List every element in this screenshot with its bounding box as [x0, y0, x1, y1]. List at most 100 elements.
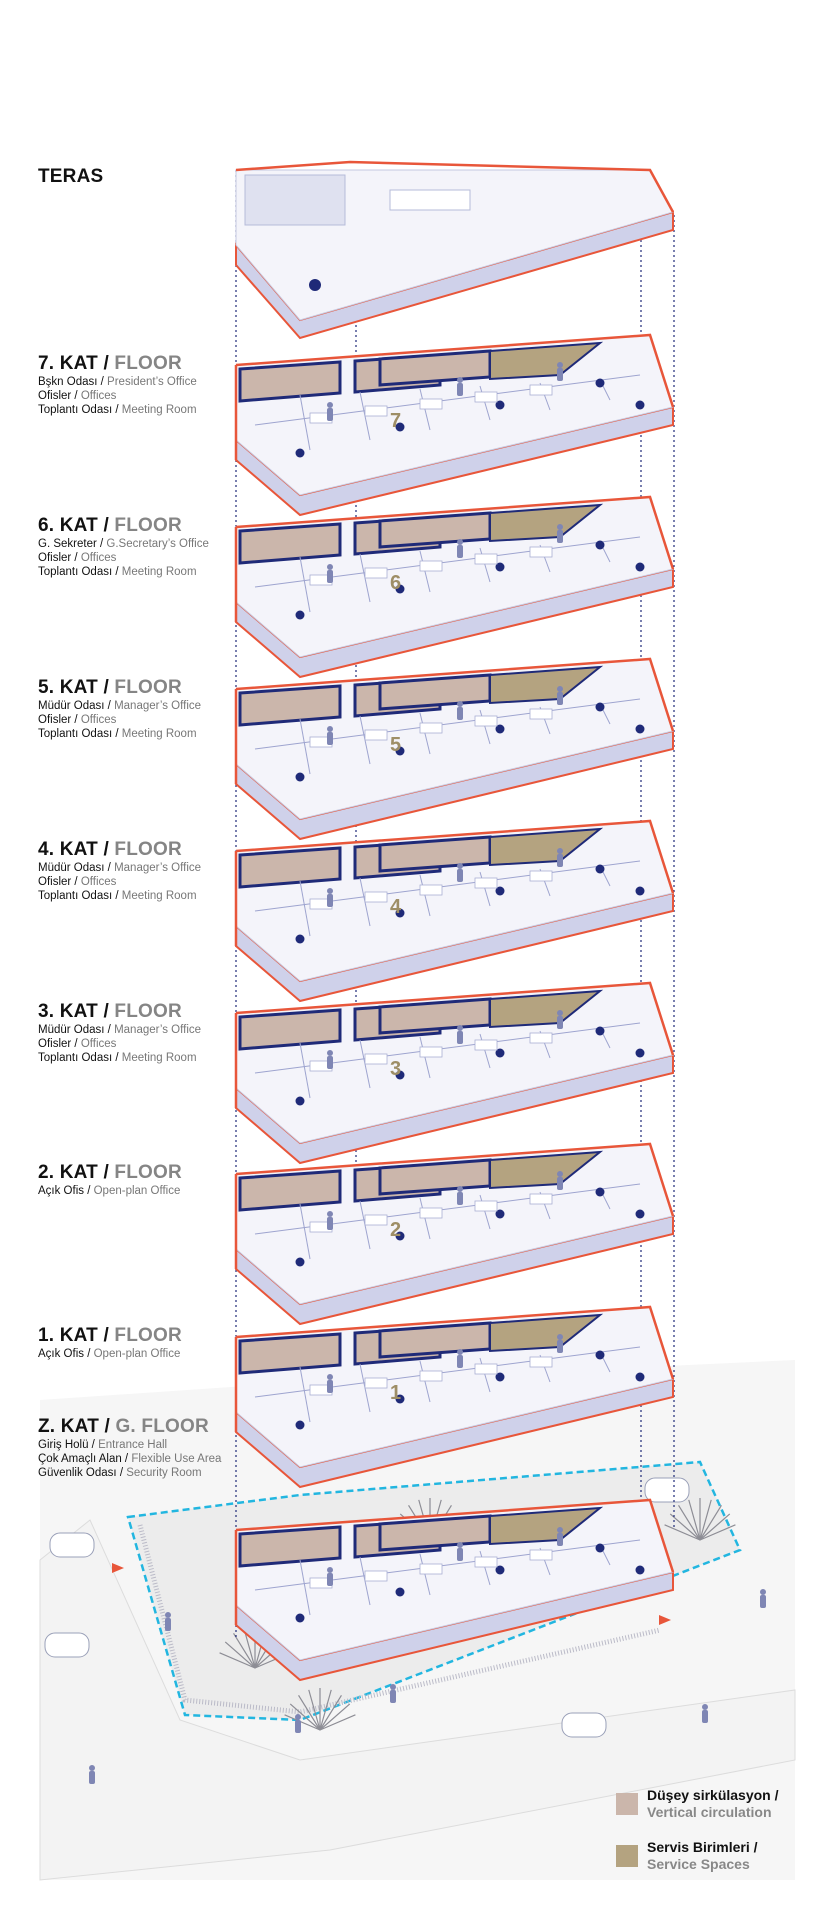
person-icon	[457, 1548, 463, 1561]
room-line: Çok Amaçlı Alan / Flexible Use Area	[38, 1453, 222, 1465]
person-icon	[327, 1056, 333, 1069]
partition	[299, 556, 311, 613]
facade-outline	[235, 495, 675, 570]
desk	[474, 1200, 498, 1212]
partition	[299, 880, 311, 937]
desk	[474, 1363, 498, 1375]
room-line: Müdür Odası / Manager’s Office	[38, 1024, 202, 1036]
desk	[529, 1032, 553, 1044]
column	[495, 1565, 505, 1575]
vertical-circulation-zone	[238, 360, 342, 403]
person-icon	[327, 888, 333, 894]
car-icon	[44, 1632, 90, 1658]
facade-outline	[235, 657, 675, 732]
column	[295, 772, 305, 782]
floor-plate-3: 3	[234, 981, 675, 1165]
partition	[419, 550, 431, 593]
desk	[474, 1556, 498, 1568]
person-icon	[327, 894, 333, 907]
person-icon	[557, 686, 563, 692]
entrance-arrow-icon	[112, 1563, 124, 1573]
person-icon	[457, 383, 463, 396]
room-line: Ofisler / Offices	[38, 714, 117, 726]
person-icon	[390, 1690, 396, 1703]
desk	[529, 870, 553, 882]
column	[595, 540, 605, 550]
floor-number: 6	[390, 572, 401, 594]
column	[635, 724, 645, 734]
person-icon	[760, 1595, 766, 1608]
facade-outline	[235, 1142, 675, 1217]
column	[495, 400, 505, 410]
person-icon	[89, 1765, 95, 1771]
facade-outline	[235, 1305, 675, 1380]
desk	[419, 1207, 443, 1219]
column	[395, 1587, 405, 1597]
partition	[419, 1553, 431, 1596]
car-icon	[49, 1532, 95, 1558]
floor-title: Z. KAT	[38, 1416, 100, 1437]
column	[635, 1565, 645, 1575]
floor-4-label: 4. KAT / FLOOR Müdür Odası / Manager’s O…	[38, 839, 202, 902]
floor-1-label: 1. KAT / FLOOR Açık Ofis / Open-plan Off…	[38, 1325, 182, 1360]
floor-title-en: FLOOR	[114, 839, 182, 860]
person-icon	[457, 1186, 463, 1192]
person-icon	[457, 377, 463, 383]
floor-title-en: FLOOR	[114, 353, 182, 374]
desk	[419, 722, 443, 734]
person-icon	[557, 530, 563, 543]
column	[495, 1372, 505, 1382]
column	[395, 1231, 405, 1241]
room-line: Ofisler / Offices	[38, 552, 117, 564]
column	[595, 1543, 605, 1553]
desk	[474, 1039, 498, 1051]
floor-title: 5. KAT	[38, 677, 98, 698]
column	[595, 1350, 605, 1360]
person-icon	[702, 1704, 708, 1710]
desk	[529, 1193, 553, 1205]
column	[495, 886, 505, 896]
partition	[419, 712, 431, 755]
person-icon	[557, 848, 563, 854]
floor-plate-5: 5	[234, 657, 675, 841]
legend-label-en: Service Spaces	[647, 1856, 750, 1872]
desk	[364, 1570, 388, 1582]
legend-item-service-spaces: Servis Birimleri / Service Spaces	[616, 1839, 816, 1891]
column	[495, 1209, 505, 1219]
facade-outline	[235, 981, 675, 1056]
person-icon	[457, 545, 463, 558]
floor-plate-2: 2	[234, 1142, 675, 1326]
person-icon	[557, 1533, 563, 1546]
column	[595, 864, 605, 874]
partition	[419, 1036, 431, 1079]
room-line: Açık Ofis / Open-plan Office	[38, 1185, 181, 1197]
person-icon	[327, 1217, 333, 1230]
person-icon	[557, 1177, 563, 1190]
tree-icon	[284, 1688, 356, 1731]
person-icon	[89, 1771, 95, 1784]
fence	[137, 1524, 661, 1715]
desk	[474, 391, 498, 403]
terrace-label: TERAS	[38, 166, 103, 188]
desk	[419, 1370, 443, 1382]
room-line: Toplantı Odası / Meeting Room	[38, 890, 197, 902]
legend-item-vertical-circulation: Düşey sirkülasyon / Vertical circulation	[616, 1787, 816, 1839]
column	[295, 934, 305, 944]
column	[635, 562, 645, 572]
facade-outline	[235, 160, 675, 213]
person-icon	[557, 1334, 563, 1340]
desk	[419, 884, 443, 896]
desk	[474, 877, 498, 889]
desk	[364, 891, 388, 903]
column	[295, 1257, 305, 1267]
partition	[299, 1559, 311, 1616]
column	[595, 1026, 605, 1036]
person-icon	[457, 1542, 463, 1548]
floor-plate-6: 6	[234, 495, 675, 679]
person-icon	[327, 1380, 333, 1393]
partition	[299, 394, 311, 451]
floor-2-label: 2. KAT / FLOOR Açık Ofis / Open-plan Off…	[38, 1162, 182, 1197]
partition	[419, 1197, 431, 1240]
person-icon	[557, 1527, 563, 1533]
ground-floor-label: Z. KAT / G. FLOOR Giriş Holü / Entrance …	[38, 1416, 222, 1479]
